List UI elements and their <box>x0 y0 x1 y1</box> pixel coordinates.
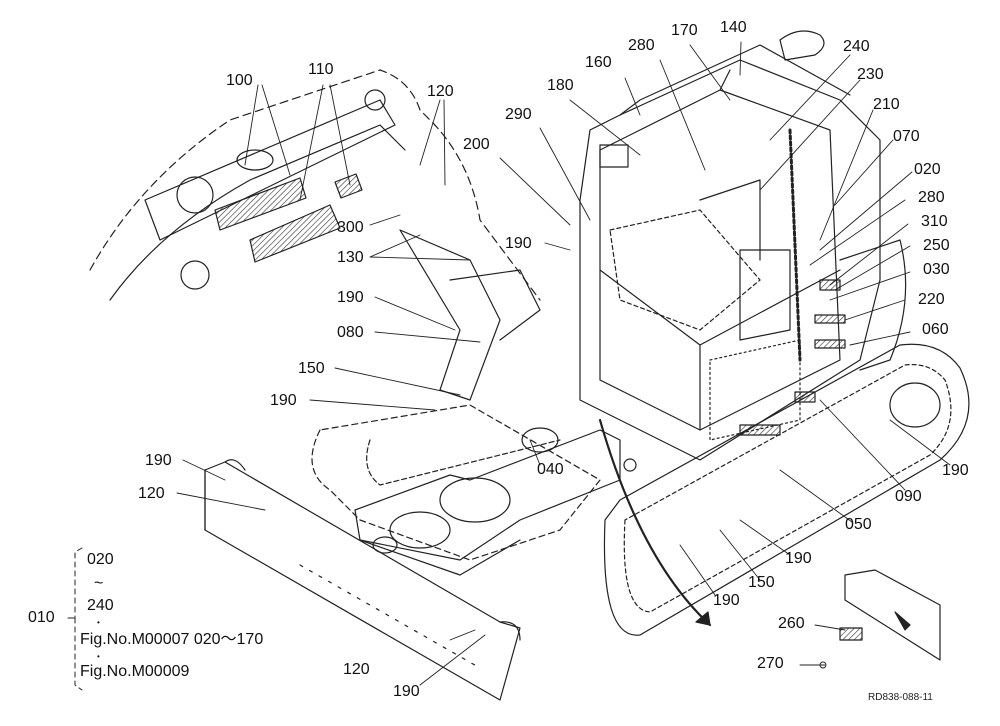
detail-arrow <box>598 418 712 627</box>
callout-200: 200 <box>463 136 490 153</box>
legend-group-number: 010 <box>28 609 55 626</box>
callout-110: 110 <box>308 61 334 78</box>
undercarriage-frame <box>354 427 637 576</box>
callout-190: 190 <box>393 683 420 700</box>
callout-190: 190 <box>337 289 364 306</box>
dozer-blade <box>204 459 521 701</box>
callout-190: 190 <box>785 550 812 567</box>
callout-190: 190 <box>713 592 740 609</box>
legend-bracket <box>67 547 83 691</box>
callout-120: 120 <box>343 661 370 678</box>
legend-fig-ref-2: Fig.No.M00009 <box>80 663 190 680</box>
callout-130: 130 <box>337 249 364 266</box>
callout-040: 040 <box>537 461 564 478</box>
callout-090: 090 <box>895 488 922 505</box>
boom-arm <box>89 69 541 401</box>
callout-060: 060 <box>922 321 949 338</box>
callout-020: 020 <box>914 161 941 178</box>
callout-310: 310 <box>921 213 948 230</box>
callout-170: 170 <box>671 22 698 39</box>
callout-290: 290 <box>505 106 532 123</box>
legend-dot-1: • <box>97 618 100 627</box>
operator-cab <box>579 30 881 461</box>
callout-190: 190 <box>270 392 297 409</box>
callout-120: 120 <box>138 485 165 502</box>
callout-160: 160 <box>585 54 612 71</box>
left-track <box>311 404 601 561</box>
callout-100: 100 <box>226 72 253 89</box>
callout-280: 280 <box>628 37 655 54</box>
callout-250: 250 <box>923 237 950 254</box>
callout-220: 220 <box>918 291 945 308</box>
callout-190: 190 <box>145 452 172 469</box>
legend-range-end: 240 <box>87 597 114 614</box>
callout-070: 070 <box>893 128 920 145</box>
callout-050: 050 <box>845 516 872 533</box>
leader-lines <box>176 41 951 686</box>
callout-190: 190 <box>505 235 532 252</box>
decal-detail <box>839 569 941 661</box>
legend-range-tilde: ~ <box>94 575 104 592</box>
right-track <box>603 343 970 636</box>
callout-300: 300 <box>337 219 364 236</box>
legend-dot-2: • <box>97 652 100 661</box>
callout-030: 030 <box>923 261 950 278</box>
legend-fig-ref-1: Fig.No.M00007 020～170 <box>80 631 264 648</box>
callout-260: 260 <box>778 615 805 632</box>
callout-150: 150 <box>748 574 775 591</box>
callout-140: 140 <box>720 19 747 36</box>
callout-240: 240 <box>843 38 870 55</box>
callout-210: 210 <box>873 96 900 113</box>
legend-range-start: 020 <box>87 551 114 568</box>
callout-150: 150 <box>298 360 325 377</box>
callout-280: 280 <box>918 189 945 206</box>
callout-120: 120 <box>427 83 454 100</box>
drawing-code: RD838-088-11 <box>868 692 933 703</box>
callout-270: 270 <box>757 655 784 672</box>
callout-230: 230 <box>857 66 884 83</box>
callout-190: 190 <box>942 462 969 479</box>
callout-180: 180 <box>547 77 574 94</box>
callout-080: 080 <box>337 324 364 341</box>
